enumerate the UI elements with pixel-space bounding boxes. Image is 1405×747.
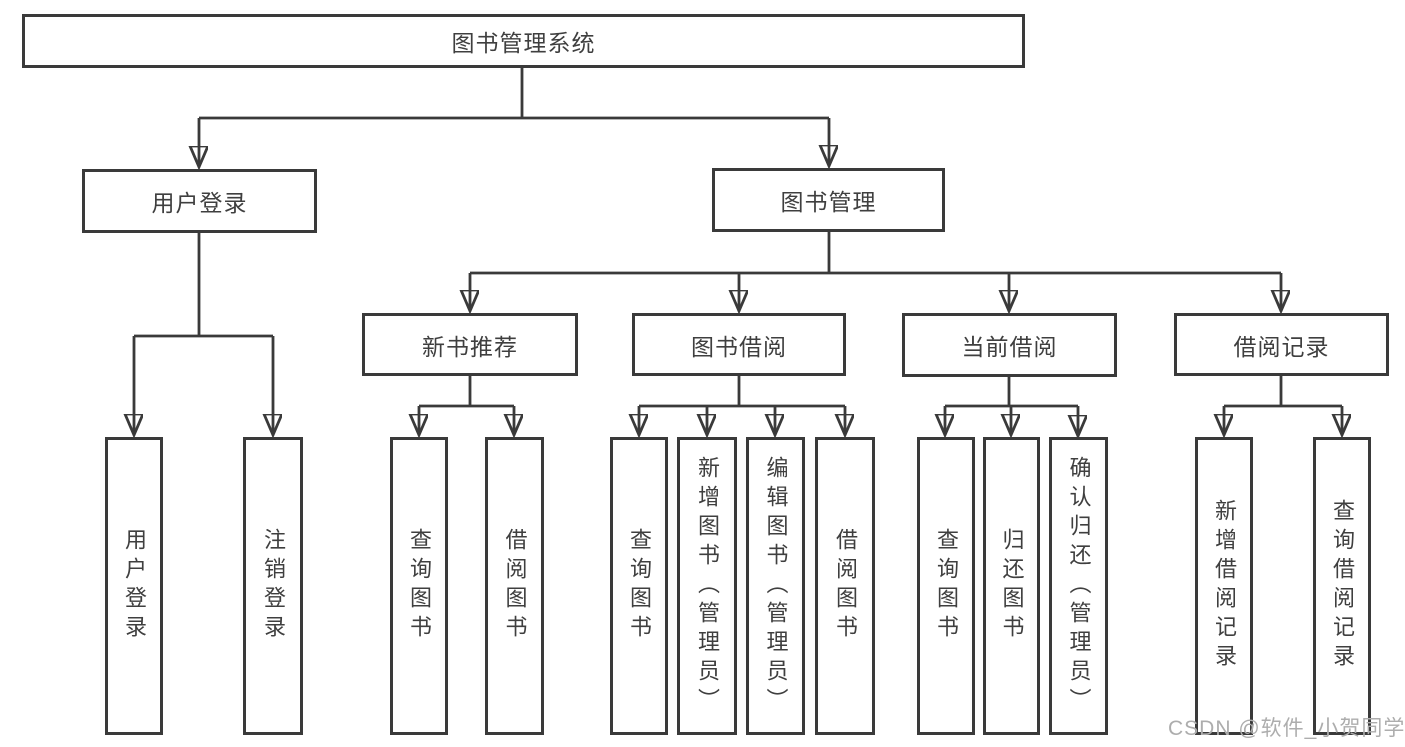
node-label: 当前借阅 bbox=[961, 334, 1058, 360]
leaf-borrow-books-recommend: 借阅图书 bbox=[485, 437, 544, 735]
node-book-borrowing: 图书借阅 bbox=[632, 313, 846, 376]
node-user-login: 用户登录 bbox=[82, 169, 317, 233]
node-label: 图书管理 bbox=[780, 189, 877, 215]
node-label: 图书管理系统 bbox=[451, 30, 596, 56]
node-label: 查询图书 bbox=[407, 528, 432, 644]
node-label: 用户登录 bbox=[122, 528, 147, 644]
node-label: 查询图书 bbox=[627, 528, 652, 644]
leaf-user-login: 用户登录 bbox=[105, 437, 163, 735]
node-label: 借阅记录 bbox=[1233, 333, 1330, 360]
node-label: 确认归还（管理员） bbox=[1066, 455, 1092, 717]
node-label: 查询图书 bbox=[934, 528, 959, 644]
leaf-add-books-admin: 新增图书（管理员） bbox=[677, 437, 737, 735]
leaf-query-borrow-record: 查询借阅记录 bbox=[1313, 437, 1371, 735]
node-label: 编辑图书（管理员） bbox=[763, 455, 789, 717]
leaf-query-books-borrow: 查询图书 bbox=[610, 437, 668, 735]
node-label: 图书借阅 bbox=[691, 333, 787, 360]
node-label: 查询借阅记录 bbox=[1330, 499, 1355, 673]
node-current-borrowing: 当前借阅 bbox=[902, 313, 1117, 377]
node-borrowing-records: 借阅记录 bbox=[1174, 313, 1389, 376]
leaf-edit-books-admin: 编辑图书（管理员） bbox=[746, 437, 805, 735]
node-label: 归还图书 bbox=[999, 528, 1025, 644]
node-label: 新增图书（管理员） bbox=[695, 455, 720, 717]
leaf-query-books-recommend: 查询图书 bbox=[390, 437, 448, 735]
leaf-add-borrow-record: 新增借阅记录 bbox=[1195, 437, 1253, 735]
leaf-query-books-current: 查询图书 bbox=[917, 437, 975, 735]
node-label: 借阅图书 bbox=[833, 528, 858, 644]
leaf-logout: 注销登录 bbox=[243, 437, 303, 735]
node-label: 注销登录 bbox=[261, 528, 286, 644]
node-label: 新增借阅记录 bbox=[1212, 499, 1237, 673]
node-book-management: 图书管理 bbox=[712, 168, 945, 232]
leaf-borrow-books: 借阅图书 bbox=[815, 437, 875, 735]
node-label: 用户登录 bbox=[151, 190, 248, 216]
leaf-confirm-return-admin: 确认归还（管理员） bbox=[1049, 437, 1108, 735]
csdn-watermark: CSDN @软件_小贺同学 bbox=[1168, 717, 1405, 740]
leaf-return-books: 归还图书 bbox=[983, 437, 1040, 735]
node-new-book-recommend: 新书推荐 bbox=[362, 313, 578, 376]
node-label: 借阅图书 bbox=[502, 528, 528, 644]
node-library-system: 图书管理系统 bbox=[22, 14, 1025, 68]
node-label: 新书推荐 bbox=[422, 333, 518, 360]
